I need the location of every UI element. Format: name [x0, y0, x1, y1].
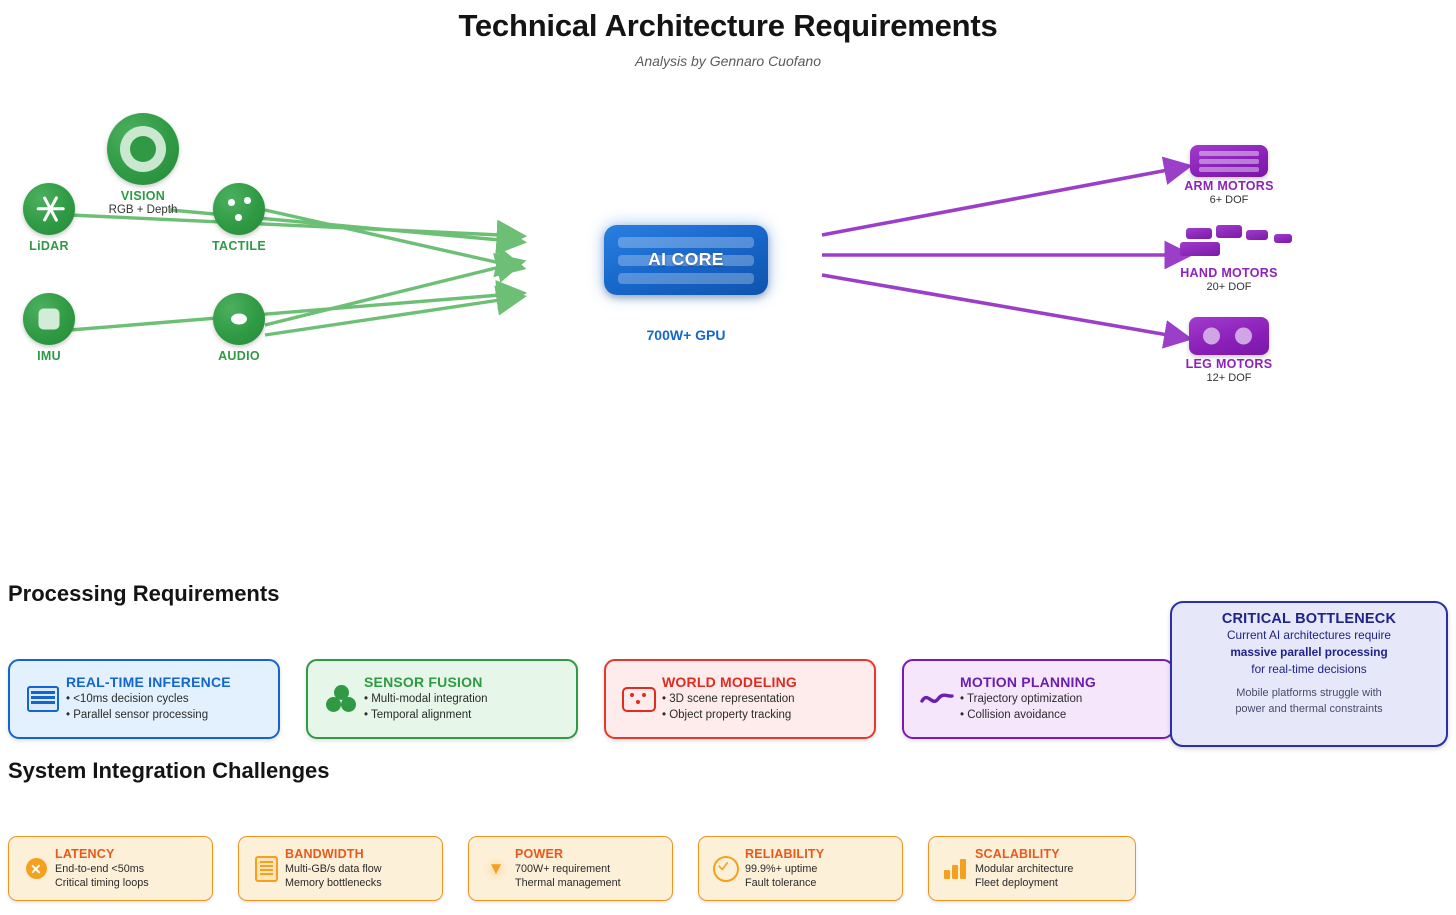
- scene-box-icon: [616, 686, 662, 712]
- card-title: BANDWIDTH: [285, 846, 364, 861]
- bottleneck-line: Current AI architectures require: [1227, 628, 1391, 642]
- challenge-card-latency[interactable]: LATENCY End-to-end <50ms Critical timing…: [8, 836, 213, 901]
- challenge-card-power[interactable]: ▼ POWER 700W+ requirement Thermal manage…: [468, 836, 673, 901]
- audio-lens-icon: [213, 293, 265, 345]
- check-circle-icon: [707, 855, 745, 882]
- stacked-lines-icon: [20, 686, 66, 712]
- critical-bottleneck-panel: CRITICAL BOTTLENECK Current AI architect…: [1170, 601, 1448, 747]
- arm-motor-icon: [1190, 145, 1268, 177]
- card-title: SENSOR FUSION: [364, 674, 483, 691]
- bar-chart-icon: [937, 858, 975, 879]
- leg-motor-icon: [1189, 317, 1269, 355]
- card-item: • 3D scene representation: [662, 693, 795, 706]
- sensor-node-tactile[interactable]: TACTILE: [204, 183, 274, 253]
- imu-square-icon: [23, 293, 75, 345]
- card-item: • Object property tracking: [662, 709, 792, 721]
- actuator-label: LEG MOTORS: [1185, 357, 1273, 371]
- architecture-diagram: VISION RGB + Depth LiDAR TACTILE IMU AUD…: [0, 95, 1456, 415]
- camera-ring-icon: [107, 113, 179, 185]
- processing-card-world-modeling[interactable]: WORLD MODELING • 3D scene representation…: [604, 659, 876, 739]
- bottleneck-note: Mobile platforms struggle with: [1236, 687, 1382, 700]
- page-title: Technical Architecture Requirements: [458, 8, 998, 43]
- card-item: Thermal management: [515, 877, 621, 889]
- sensor-node-lidar[interactable]: LiDAR: [14, 183, 84, 253]
- card-item: • Multi-modal integration: [364, 693, 488, 706]
- sensor-node-imu[interactable]: IMU: [14, 293, 84, 363]
- card-item: Modular architecture: [975, 862, 1074, 875]
- card-item: • Collision avoidance: [960, 709, 1067, 721]
- card-title: WORLD MODELING: [662, 674, 798, 691]
- bottleneck-note: power and thermal constraints: [1235, 702, 1383, 715]
- processing-card-real-time-inference[interactable]: REAL-TIME INFERENCE • <10ms decision cyc…: [8, 659, 280, 739]
- actuator-node-leg[interactable]: LEG MOTORS 12+ DOF: [1178, 317, 1280, 384]
- ai-core-caption: 700W+ GPU: [646, 327, 726, 343]
- processing-card-motion-planning[interactable]: MOTION PLANNING • Trajectory optimizatio…: [902, 659, 1174, 739]
- card-title: MOTION PLANNING: [960, 674, 1096, 691]
- hand-motor-icon: [1178, 225, 1292, 264]
- x-circle-icon: [17, 858, 55, 879]
- sensor-label: AUDIO: [218, 349, 260, 363]
- actuator-node-hand[interactable]: HAND MOTORS 20+ DOF: [1178, 225, 1292, 293]
- page-subtitle: Analysis by Gennaro Cuofano: [635, 53, 821, 69]
- bolt-icon: ▼: [477, 855, 515, 882]
- sensor-label: LiDAR: [29, 239, 69, 253]
- card-title: SCALABILITY: [975, 846, 1060, 861]
- actuator-sublabel: 6+ DOF: [1209, 194, 1249, 206]
- integration-heading: System Integration Challenges: [8, 758, 330, 783]
- tactile-dots-icon: [213, 183, 265, 235]
- actuator-label: ARM MOTORS: [1184, 179, 1274, 193]
- card-item: • Parallel sensor processing: [66, 709, 209, 721]
- sensor-label: VISION: [120, 189, 166, 203]
- card-item: Critical timing loops: [55, 877, 149, 889]
- challenge-card-bandwidth[interactable]: BANDWIDTH Multi-GB/s data flow Memory bo…: [238, 836, 443, 901]
- challenge-card-scalability[interactable]: SCALABILITY Modular architecture Fleet d…: [928, 836, 1136, 901]
- lidar-asterisk-icon: [23, 183, 75, 235]
- card-item: Memory bottlenecks: [285, 877, 382, 889]
- card-title: REAL-TIME INFERENCE: [66, 674, 231, 691]
- ai-core-node[interactable]: AI CORE: [604, 225, 768, 295]
- processing-card-sensor-fusion[interactable]: SENSOR FUSION • Multi-modal integration …: [306, 659, 578, 739]
- card-title: POWER: [515, 846, 564, 861]
- card-item: End-to-end <50ms: [55, 862, 145, 875]
- actuator-node-arm[interactable]: ARM MOTORS 6+ DOF: [1178, 145, 1280, 206]
- card-item: 99.9%+ uptime: [745, 862, 818, 875]
- card-item: Fleet deployment: [975, 877, 1058, 889]
- sensor-node-audio[interactable]: AUDIO: [204, 293, 274, 363]
- three-circles-icon: [318, 685, 364, 713]
- bottleneck-line: for real-time decisions: [1251, 661, 1367, 676]
- card-item: • Temporal alignment: [364, 709, 472, 721]
- sensor-label: IMU: [37, 349, 61, 363]
- card-item: Multi-GB/s data flow: [285, 862, 382, 875]
- card-item: • Trajectory optimization: [960, 693, 1083, 706]
- processing-heading: Processing Requirements: [8, 581, 280, 606]
- document-icon: [247, 855, 285, 882]
- actuator-sublabel: 20+ DOF: [1206, 281, 1252, 293]
- challenge-card-reliability[interactable]: RELIABILITY 99.9%+ uptime Fault toleranc…: [698, 836, 903, 901]
- sensor-sublabel: RGB + Depth: [108, 204, 178, 216]
- bottleneck-line-emphasis: massive parallel processing: [1230, 644, 1388, 659]
- bottleneck-title: CRITICAL BOTTLENECK: [1221, 611, 1397, 627]
- card-item: 700W+ requirement: [515, 862, 611, 875]
- sensor-node-vision[interactable]: VISION RGB + Depth: [103, 113, 183, 216]
- sensor-label: TACTILE: [212, 239, 266, 253]
- ai-core-label: AI CORE: [648, 249, 724, 269]
- card-item: • <10ms decision cycles: [66, 693, 189, 706]
- actuator-sublabel: 12+ DOF: [1206, 372, 1252, 384]
- actuator-label: HAND MOTORS: [1180, 266, 1278, 280]
- card-title: RELIABILITY: [745, 846, 825, 861]
- wave-path-icon: [914, 691, 960, 707]
- card-title: LATENCY: [55, 846, 115, 861]
- card-item: Fault tolerance: [745, 877, 817, 889]
